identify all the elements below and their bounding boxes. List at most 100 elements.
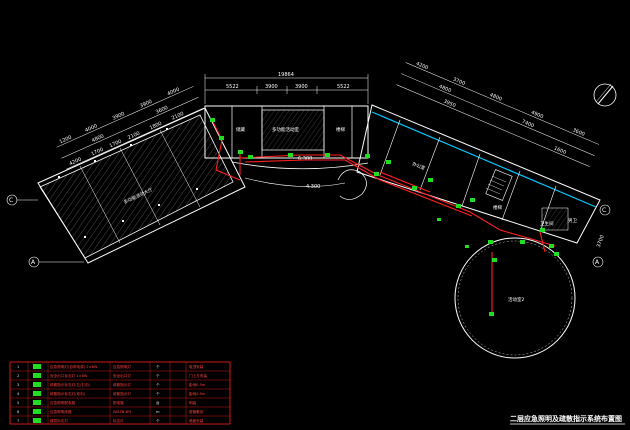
office-label: 办公室 — [411, 160, 427, 172]
fixture-marker — [288, 153, 293, 157]
right-dim-mid-2: 7400 — [521, 119, 535, 129]
legend-note: 吸顶安装 — [189, 364, 204, 369]
legend-note: 穿管敷设 — [189, 409, 204, 414]
legend-qty: 个 — [156, 373, 160, 378]
fixture-marker — [489, 312, 494, 316]
legend-no: 3 — [17, 383, 19, 387]
fixture-marker — [238, 150, 243, 154]
axis-left-c: C — [9, 197, 13, 204]
axis-right-c: C — [602, 207, 606, 214]
top-dim-4: 5522 — [337, 84, 350, 90]
wc-a-label: 卫生间 — [540, 220, 554, 227]
emergency-wiring — [212, 121, 556, 312]
legend-spec: 安全出口灯 — [113, 373, 131, 378]
left-dim-low-3: 1700 — [109, 139, 123, 150]
legend-no: 1 — [17, 365, 19, 369]
fixture-marker — [549, 244, 554, 248]
fixtures — [210, 118, 559, 316]
right-dim-top-4: 4900 — [530, 110, 544, 120]
legend-name: 应急照明灯(自带电源) 2×8W — [50, 364, 98, 369]
fixture-marker — [210, 118, 215, 122]
legend-qty: 个 — [156, 418, 160, 423]
legend-name: 疏散指示标志灯(双向) — [50, 391, 86, 396]
legend-no: 5 — [17, 401, 19, 405]
left-dimensions: 1200 4000 3900 3900 4000 4800 3600 4200 … — [56, 86, 204, 170]
left-dim-low-1: 4200 — [68, 157, 82, 168]
top-overall-dim: 19864 — [278, 72, 294, 78]
legend-name: 应急照明配电箱 — [50, 400, 76, 405]
legend-spec: 标志灯 — [113, 418, 124, 423]
axis-right-a: A — [595, 259, 600, 266]
left-dim-low-2: 1700 — [90, 147, 104, 158]
legend-no: 6 — [17, 410, 20, 414]
center-block: 多功能活动室 储藏 楼梯 6.300 4.300 — [204, 105, 369, 200]
fixture-marker — [540, 228, 545, 232]
fixture-marker — [492, 258, 497, 262]
fixture-marker — [470, 198, 475, 202]
fixture-marker — [374, 172, 379, 176]
legend-spec: 应急照明灯 — [113, 364, 131, 369]
right-side-dim: 3700 — [596, 234, 606, 248]
left-small-room-label: 储藏 — [236, 126, 245, 133]
left-dim-low-5: 1800 — [149, 121, 163, 132]
left-dim-top-5: 4000 — [166, 87, 180, 98]
fixture-marker — [554, 252, 559, 256]
right-dim-low-1: 3950 — [442, 99, 456, 109]
legend-note: 门上方安装 — [189, 373, 207, 378]
right-stair — [485, 169, 513, 201]
right-wing: 办公室 楼梯 卫生间 男卫 — [356, 104, 601, 244]
axis-left-a: A — [31, 259, 36, 266]
right-stair-label: 楼梯 — [493, 204, 502, 211]
right-dim-top-2: 3700 — [452, 77, 466, 87]
fixture-marker — [437, 218, 441, 221]
legend-name: 应急照明线路 — [50, 409, 72, 414]
legend-note: 墙面安装 — [189, 418, 204, 423]
fixture-marker — [456, 204, 461, 208]
legend-no: 2 — [17, 374, 19, 378]
legend-name: 安全出口标志灯 1×8W — [50, 373, 88, 378]
corridor-dim-b: 4.300 — [306, 184, 320, 190]
fixture-marker — [386, 160, 391, 164]
fixture-marker — [465, 245, 469, 248]
right-small-room-label: 楼梯 — [336, 126, 345, 133]
fixture-marker — [365, 154, 370, 158]
left-dim-top-1: 1200 — [59, 135, 73, 146]
top-dim-3: 3900 — [295, 84, 308, 90]
corridor-dim-a: 6.300 — [298, 156, 312, 162]
legend-rows: 1 应急照明灯(自带电源) 2×8W 应急照明灯 个 吸顶安装 2 安全出口标志… — [17, 364, 207, 423]
legend-qty: 台 — [156, 400, 160, 405]
legend-no: 4 — [17, 392, 20, 396]
fixture-marker — [428, 178, 433, 182]
top-dimensions — [204, 74, 369, 104]
fixture-marker — [488, 240, 493, 244]
legend-name: 疏散指示标志灯(左/右向) — [50, 382, 91, 387]
legend-note: 距地0.5m — [189, 382, 206, 387]
left-dim-low-6: 2100 — [171, 111, 185, 122]
left-dim-low-4: 2100 — [127, 131, 141, 142]
legend-note: 明装 — [189, 400, 197, 405]
right-dim-low-2: 1600 — [553, 146, 567, 156]
axis-bubbles — [6, 194, 611, 268]
right-dimensions: 4200 3700 4800 4900 3600 4800 7400 3950 … — [396, 61, 600, 167]
legend-spec: 配电箱 — [113, 400, 124, 405]
left-wing-outline — [37, 107, 246, 264]
fixture-marker — [325, 153, 330, 157]
legend-qty: 个 — [156, 382, 160, 387]
left-wing: 多功能活动大厅 — [37, 107, 246, 264]
right-dim-mid-1: 4800 — [438, 84, 452, 94]
legend-qty: 个 — [156, 391, 160, 396]
legend-note: 距地0.5m — [189, 391, 206, 396]
right-wing-outline — [356, 104, 601, 244]
legend-spec: 疏散指示灯 — [113, 391, 131, 396]
legend-spec: WDZN-BYJ — [113, 410, 131, 414]
round-room-label: 活动室2 — [508, 296, 524, 303]
fixture-marker — [412, 186, 417, 190]
fixture-marker — [248, 155, 253, 159]
legend-no: 7 — [17, 419, 19, 423]
right-dim-top-1: 4200 — [415, 61, 429, 71]
top-dim-2: 3900 — [265, 84, 278, 90]
right-dim-top-5: 3600 — [571, 127, 585, 137]
round-room: 活动室2 — [454, 237, 576, 359]
left-dim-top-4: 3900 — [139, 99, 153, 110]
